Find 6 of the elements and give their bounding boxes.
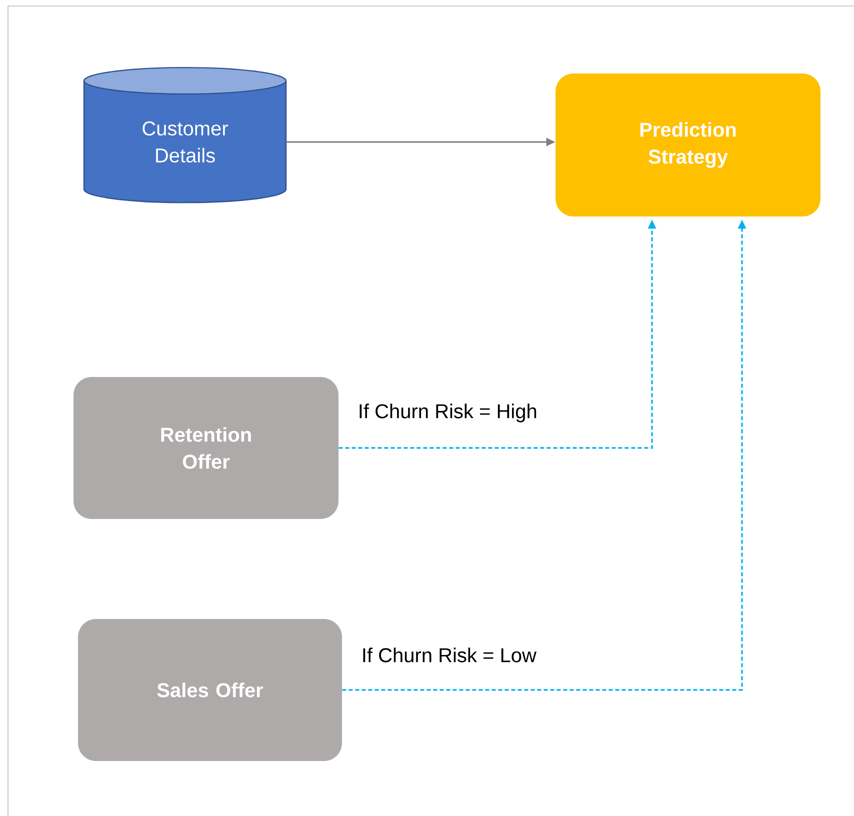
- edge-label: If Churn Risk = High: [360, 404, 536, 422]
- process-box: Prediction Strategy: [556, 74, 820, 216]
- offer-box: Retention Offer: [74, 377, 338, 519]
- edge-label: If Churn Risk = Low: [363, 648, 536, 662]
- offer-box: Sales Offer: [78, 618, 342, 761]
- database-cylinder: Customer Details: [83, 66, 287, 204]
